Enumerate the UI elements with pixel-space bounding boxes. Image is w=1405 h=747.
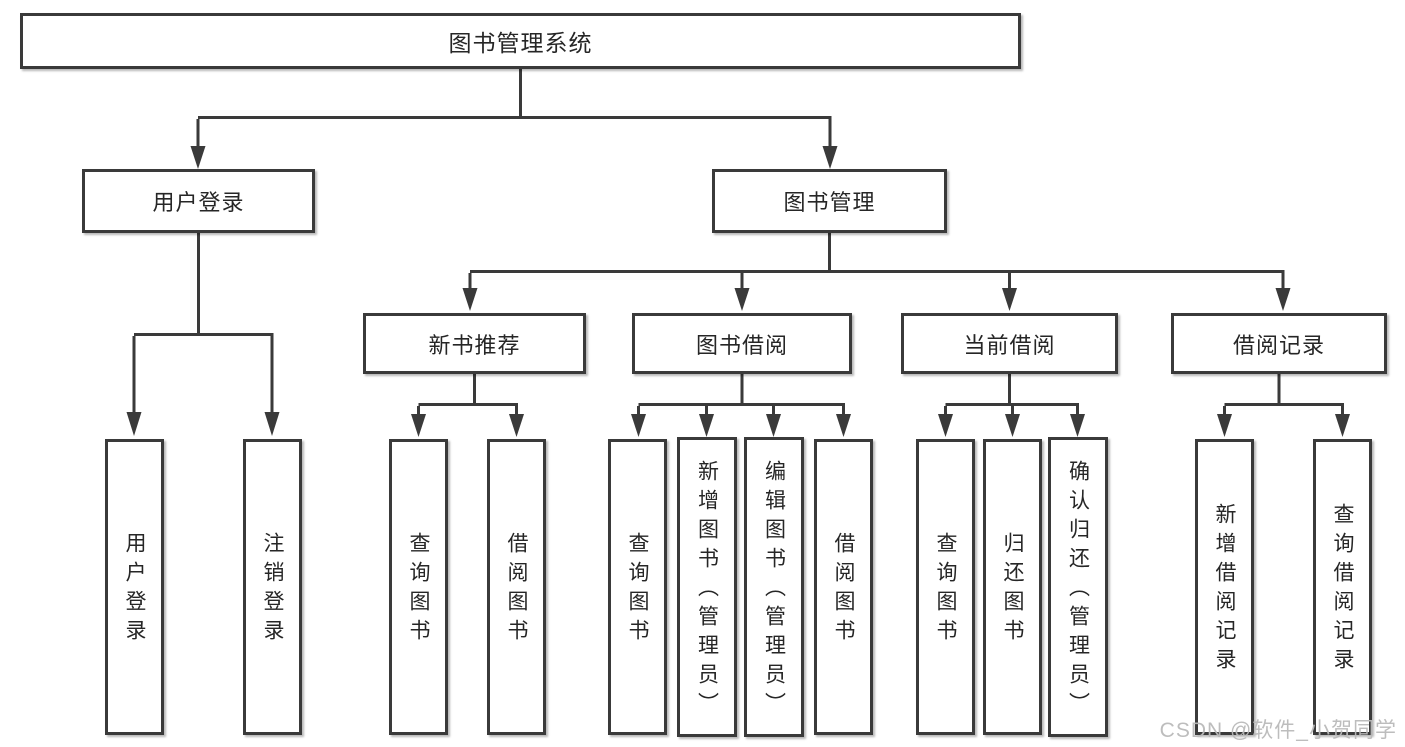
leaf-borrow-books-1: 借阅图书 (487, 439, 546, 735)
node-library-system: 图书管理系统 (20, 13, 1021, 69)
connector-book-borrow (637, 374, 845, 418)
node-book-borrow: 图书借阅 (632, 313, 852, 374)
node-book-management: 图书管理 (712, 169, 947, 233)
leaf-user-login: 用户登录 (105, 439, 164, 735)
node-borrow-record: 借阅记录 (1171, 313, 1387, 374)
leaf-edit-books-admin: 编辑图书（管理员） (744, 437, 804, 737)
leaf-confirm-return-admin: 确认归还（管理员） (1048, 437, 1108, 737)
leaf-query-books-3: 查询图书 (916, 439, 975, 735)
leaf-query-borrow-record: 查询借阅记录 (1313, 439, 1372, 735)
leaf-return-books: 归还图书 (983, 439, 1042, 735)
leaf-logout: 注销登录 (243, 439, 302, 735)
connector-book-management (468, 233, 1285, 292)
csdn-watermark: CSDN @软件_小贺同学 (1159, 719, 1397, 742)
leaf-borrow-books-2: 借阅图书 (814, 439, 873, 735)
node-current-borrow: 当前借阅 (901, 313, 1118, 374)
leaf-add-books-admin: 新增图书（管理员） (677, 437, 737, 737)
connector-current-borrow (944, 374, 1079, 418)
leaf-query-books-2: 查询图书 (608, 439, 667, 735)
node-user-login: 用户登录 (82, 169, 315, 233)
node-new-book-recommend: 新书推荐 (363, 313, 586, 374)
connector-root (196, 69, 832, 150)
connector-borrow-record (1223, 374, 1344, 418)
leaf-query-books-1: 查询图书 (389, 439, 448, 735)
connector-user-login (132, 233, 274, 416)
connector-new-book (417, 374, 518, 418)
leaf-add-borrow-record: 新增借阅记录 (1195, 439, 1254, 735)
